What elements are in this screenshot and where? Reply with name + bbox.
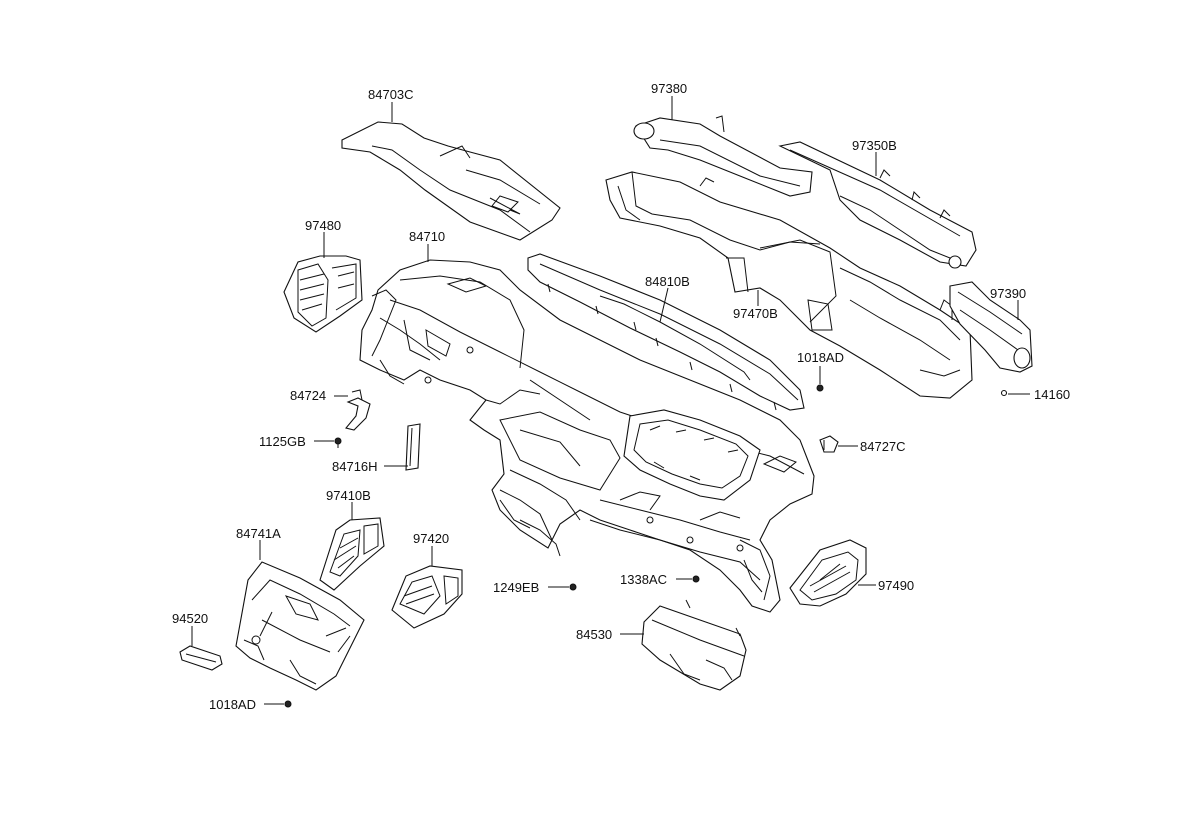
part-94520-shape [179,645,223,671]
part-97490-shape [789,539,867,607]
part-97480-shape [283,255,363,333]
part-84810B-shape [527,253,805,411]
label-14160: 14160 [1034,387,1070,402]
part-84724-shape [345,389,371,431]
label-97480: 97480 [305,218,341,233]
label-1249EB: 1249EB [493,580,539,595]
label-1018AD-bottom: 1018AD [209,697,256,712]
part-97420-shape [391,565,463,629]
part-97470B-shape [605,171,973,399]
part-1018AD-bottom-screw [284,700,292,708]
part-1338AC-screw [692,575,700,583]
part-84716H-shape [405,423,421,471]
part-labels: 84703C 97380 97350B 97480 84710 84810B 9… [172,81,1070,712]
part-84703C-shape [341,121,561,241]
label-84716H: 84716H [332,459,378,474]
label-1018AD-top: 1018AD [797,350,844,365]
label-84810B: 84810B [645,274,690,289]
label-97420: 97420 [413,531,449,546]
label-97490: 97490 [878,578,914,593]
part-84530-shape [641,599,747,691]
label-84710: 84710 [409,229,445,244]
label-94520: 94520 [172,611,208,626]
part-97380-shape [633,115,813,197]
part-14160-screw [1000,389,1008,397]
part-1125GB-screw [334,437,342,448]
part-84710-shape [359,259,815,613]
label-84741A: 84741A [236,526,281,541]
label-97380: 97380 [651,81,687,96]
part-1018AD-top-screw [816,378,824,392]
label-97350B: 97350B [852,138,897,153]
label-97410B: 97410B [326,488,371,503]
part-84741A-shape [235,561,365,691]
label-84703C: 84703C [368,87,414,102]
part-97390-shape [949,281,1033,373]
label-1338AC: 1338AC [620,572,667,587]
part-97410B-shape [319,517,385,591]
part-84727C-shape [819,435,839,453]
part-97350B-shape [778,141,977,269]
label-84530: 84530 [576,627,612,642]
label-1125GB: 1125GB [259,434,306,449]
part-1249EB-screw [569,583,577,591]
label-97470B: 97470B [733,306,778,321]
label-84724: 84724 [290,388,326,403]
label-97390: 97390 [990,286,1026,301]
leader-lines [191,96,1030,705]
label-84727C: 84727C [860,439,906,454]
